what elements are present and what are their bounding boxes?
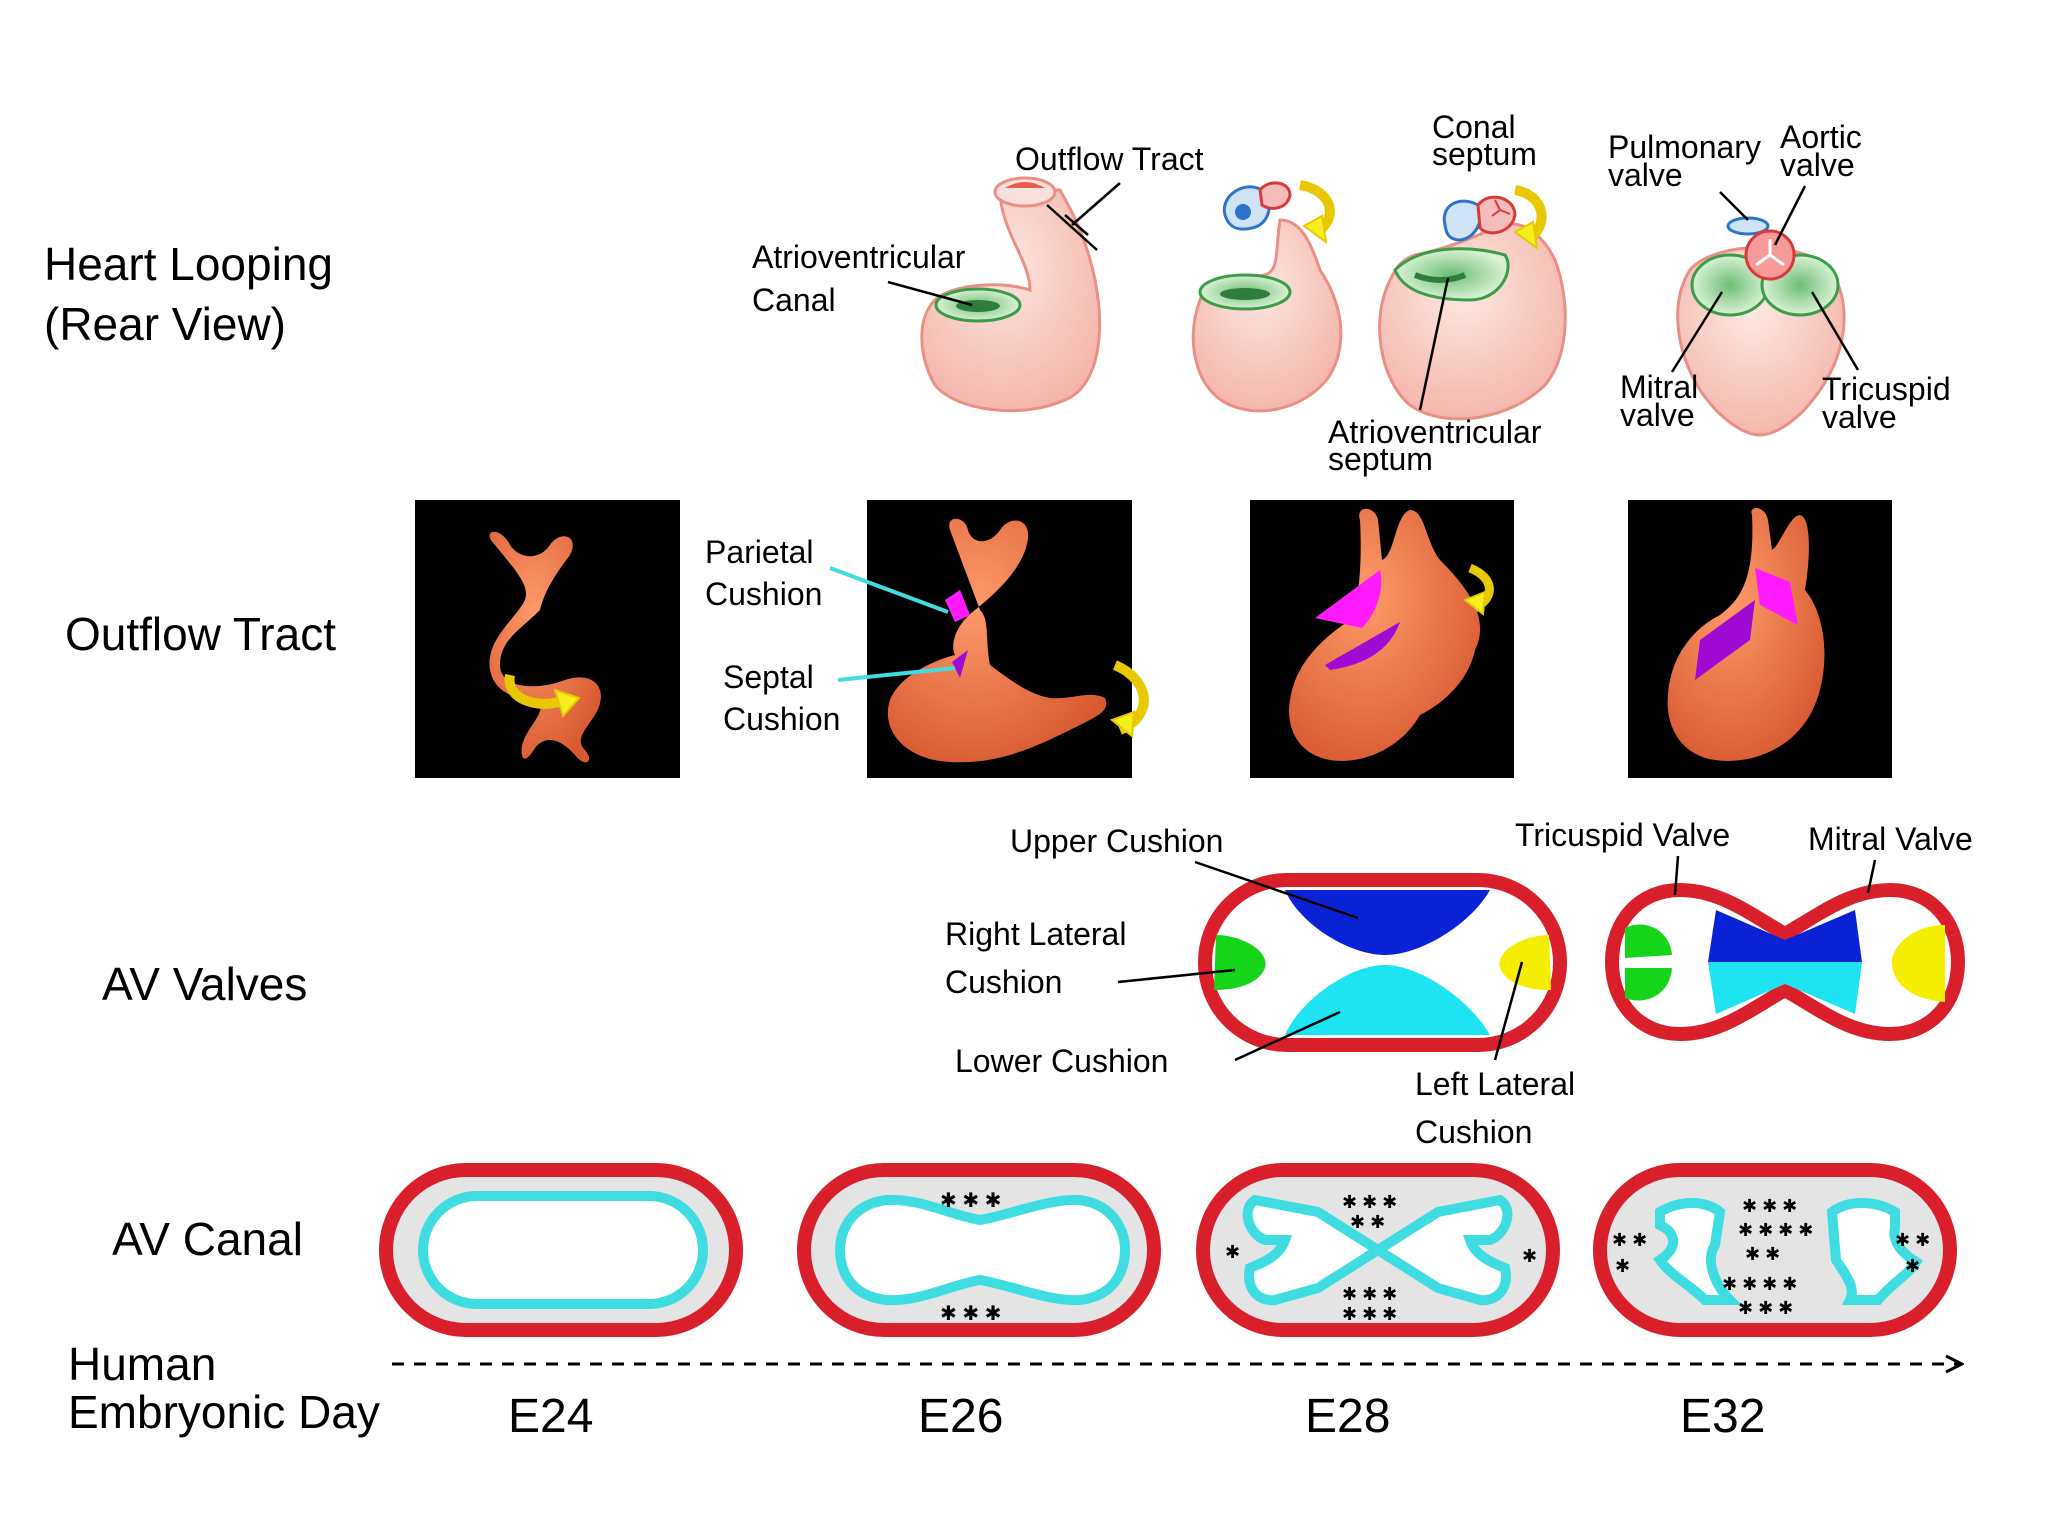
leader-mitral-valve-av xyxy=(1866,859,1877,894)
av-canal-e28: ✱ ✱ ✱ ✱ ✱ ✱ ✱ ✱ ✱ ✱ ✱ ✱ ✱ xyxy=(1196,1163,1560,1337)
label-left-lateral-cushion: Left Lateral xyxy=(1415,1066,1575,1102)
label-mitral-valve-2: valve xyxy=(1620,397,1695,433)
svg-text:✱ ✱: ✱ ✱ xyxy=(1350,1212,1385,1232)
svg-text:✱: ✱ xyxy=(1905,1256,1920,1276)
label-lower-cushion: Lower Cushion xyxy=(955,1043,1168,1079)
day-label-e26: E26 xyxy=(918,1390,1003,1443)
leader-parietal-cushion xyxy=(829,566,949,614)
leader-right-lateral-cushion xyxy=(1117,968,1236,984)
label-tricuspid-valve-2: valve xyxy=(1822,399,1897,435)
heart-looping-stage-4 xyxy=(1676,216,1846,437)
label-septal-cushion: Septal xyxy=(723,659,814,695)
label-right-lateral-cushion-2: Cushion xyxy=(945,964,1062,1000)
av-valves-e28 xyxy=(1198,873,1567,1052)
av-canal-e24 xyxy=(379,1163,743,1337)
label-septal-cushion-2: Cushion xyxy=(723,701,840,737)
outflow-tract-bracket xyxy=(1046,182,1121,251)
day-label-e32: E32 xyxy=(1680,1390,1765,1443)
heart-looping-stage-3 xyxy=(1378,185,1567,421)
heart-looping-stage-1 xyxy=(920,176,1102,413)
svg-text:✱ ✱ ✱: ✱ ✱ ✱ xyxy=(1342,1304,1397,1324)
svg-text:✱ ✱: ✱ ✱ xyxy=(1895,1230,1930,1250)
label-aortic-valve-2: valve xyxy=(1780,147,1855,183)
leader-pulmonary-valve xyxy=(1719,191,1749,221)
label-conal-septum-2: septum xyxy=(1432,136,1537,172)
cells-center-e32: ✱ ✱ ✱ xyxy=(1742,1196,1797,1216)
heart-looping-stage-2 xyxy=(1191,180,1343,413)
day-label-e24: E24 xyxy=(508,1390,593,1443)
label-av-canal: Atrioventricular xyxy=(752,239,966,275)
cells-upper-e26: ✱ ✱ ✱ xyxy=(940,1190,1001,1212)
svg-text:✱ ✱ ✱ ✱: ✱ ✱ ✱ ✱ xyxy=(1722,1274,1797,1294)
av-canal-e32: ✱ ✱ ✱ ✱ ✱ ✱ ✱ ✱ ✱ ✱ ✱ ✱ ✱ ✱ ✱ ✱ ✱ ✱ ✱ ✱ … xyxy=(1593,1163,1957,1337)
svg-text:✱ ✱ ✱ ✱: ✱ ✱ ✱ ✱ xyxy=(1738,1220,1813,1240)
leader-tricuspid-valve xyxy=(1810,291,1860,371)
outflow-model-e26 xyxy=(867,500,1149,778)
label-right-lateral-cushion: Right Lateral xyxy=(945,916,1126,952)
label-aortic-valve: Aortic xyxy=(1780,119,1862,155)
label-mitral-valve-av: Mitral Valve xyxy=(1808,821,1973,857)
leader-av-septum xyxy=(1418,277,1450,411)
svg-text:✱ ✱ ✱: ✱ ✱ ✱ xyxy=(1738,1298,1793,1318)
label-conal-septum: Conal xyxy=(1432,109,1516,145)
day-label-e28: E28 xyxy=(1305,1390,1390,1443)
svg-text:✱: ✱ xyxy=(1522,1246,1537,1266)
svg-text:✱: ✱ xyxy=(1615,1256,1630,1276)
label-upper-cushion: Upper Cushion xyxy=(1010,823,1223,859)
outflow-model-e28 xyxy=(1250,500,1514,778)
svg-text:✱ ✱: ✱ ✱ xyxy=(1745,1244,1780,1264)
row-title-embryonic-day: Human xyxy=(68,1338,216,1390)
label-outflow-tract: Outflow Tract xyxy=(1015,141,1204,177)
leader-tricuspid-valve-av xyxy=(1673,855,1680,896)
leader-av-canal xyxy=(887,280,973,307)
outflow-model-e32 xyxy=(1628,500,1892,778)
leader-lower-cushion xyxy=(1234,1010,1341,1062)
row-title-embryonic-day-2: Embryonic Day xyxy=(68,1386,380,1438)
leader-septal-cushion xyxy=(837,666,956,682)
label-tricuspid-valve: Tricuspid xyxy=(1822,371,1951,407)
label-av-septum-2: septum xyxy=(1328,441,1433,477)
label-mitral-valve: Mitral xyxy=(1620,369,1698,405)
row-title-av-canal: AV Canal xyxy=(112,1213,303,1265)
label-pulmonary-valve-2: valve xyxy=(1608,157,1683,193)
row-title-outflow-tract: Outflow Tract xyxy=(65,608,336,660)
svg-text:✱: ✱ xyxy=(1225,1242,1240,1262)
leader-left-lateral-cushion xyxy=(1493,961,1524,1061)
label-av-septum: Atrioventricular xyxy=(1328,414,1542,450)
row-title-heart-looping: Heart Looping xyxy=(44,238,333,290)
label-tricuspid-valve-av: Tricuspid Valve xyxy=(1515,817,1730,853)
cells-upper-e28: ✱ ✱ ✱ xyxy=(1342,1192,1397,1212)
av-valves-e32 xyxy=(1604,882,1966,1042)
row-title-heart-looping-subtitle: (Rear View) xyxy=(44,298,286,350)
label-parietal-cushion-2: Cushion xyxy=(705,576,822,612)
row-title-av-valves: AV Valves xyxy=(102,958,307,1010)
svg-text:✱ ✱: ✱ ✱ xyxy=(1612,1230,1647,1250)
cells-lower-e26: ✱ ✱ ✱ xyxy=(940,1303,1001,1325)
leader-aortic-valve xyxy=(1773,185,1807,246)
av-canal-e26: ✱ ✱ ✱ ✱ ✱ ✱ xyxy=(797,1163,1161,1337)
label-parietal-cushion: Parietal xyxy=(705,534,814,570)
cells-lower-e28: ✱ ✱ ✱ xyxy=(1342,1284,1397,1304)
label-left-lateral-cushion-2: Cushion xyxy=(1415,1114,1532,1150)
leader-mitral-valve xyxy=(1670,291,1724,373)
outflow-model-e24 xyxy=(415,500,680,778)
leader-upper-cushion xyxy=(1194,860,1359,920)
label-pulmonary-valve: Pulmonary xyxy=(1608,129,1761,165)
label-av-canal-2: Canal xyxy=(752,282,836,318)
